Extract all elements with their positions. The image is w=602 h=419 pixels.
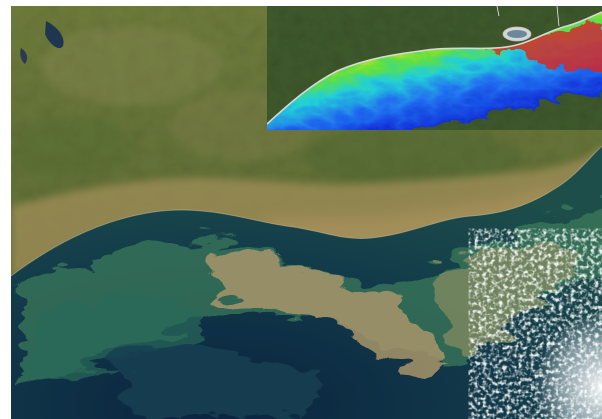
chlorophyll-inset xyxy=(267,6,602,130)
